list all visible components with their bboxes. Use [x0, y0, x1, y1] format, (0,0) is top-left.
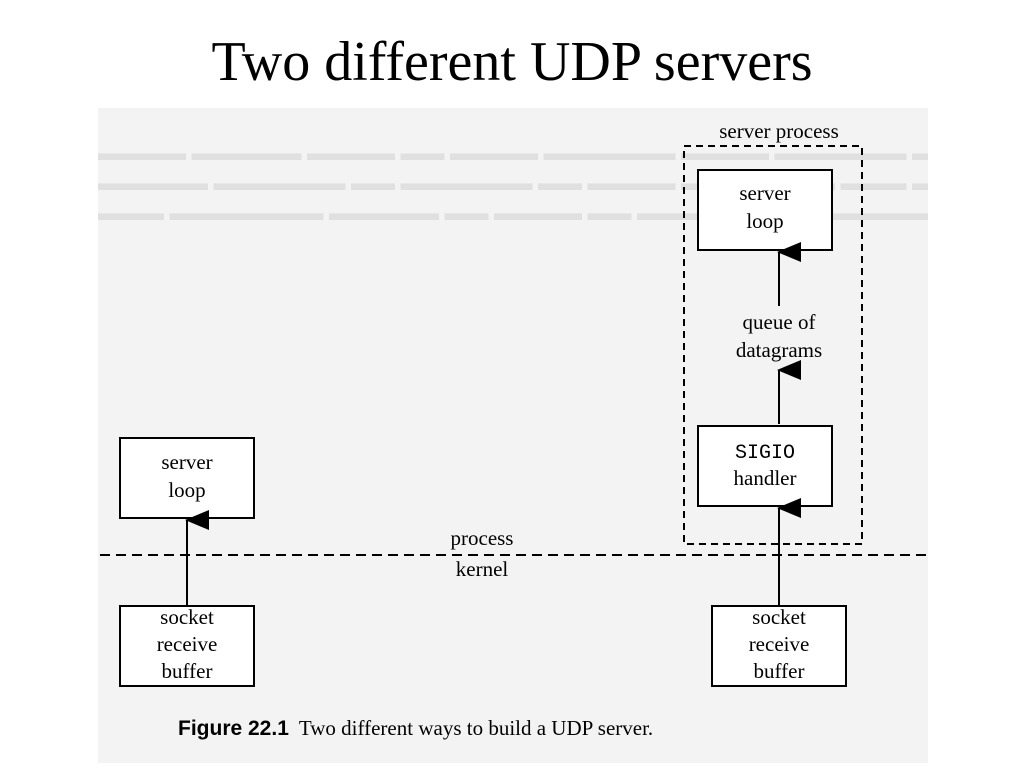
right-socket-buffer-line1: socket: [752, 605, 806, 629]
figure-caption: Figure 22.1 Two different ways to build a…: [178, 716, 653, 741]
left-server-loop-line2: loop: [168, 478, 205, 502]
udp-server-diagram: server process server loop queue of data…: [100, 118, 926, 687]
sigio-handler-line2: handler: [734, 466, 797, 490]
process-label: process: [451, 526, 514, 550]
left-socket-buffer-box: [119, 605, 255, 687]
right-socket-buffer-line3: buffer: [754, 659, 805, 683]
left-socket-buffer-line2: receive: [157, 632, 218, 656]
kernel-label: kernel: [456, 557, 509, 581]
scanned-figure: ▬▬▬▬ ▬▬▬▬▬ ▬▬▬▬ ▬▬ ▬▬▬▬ ▬▬▬▬▬▬ ▬▬▬▬ ▬▬▬▬…: [98, 108, 928, 763]
figure-number: Figure 22.1: [178, 717, 289, 740]
left-server-loop-line1: server: [161, 450, 212, 474]
slide-title: Two different UDP servers: [211, 31, 813, 93]
server-process-container: [683, 145, 863, 545]
right-server-loop-line1: server: [739, 181, 790, 205]
right-server-loop-box: [697, 169, 833, 251]
left-socket-buffer-line1: socket: [160, 605, 214, 629]
right-socket-buffer-line2: receive: [749, 632, 810, 656]
server-process-label: server process: [719, 119, 839, 143]
right-server-loop-line2: loop: [746, 209, 783, 233]
figure-caption-text: Two different ways to build a UDP server…: [298, 716, 654, 740]
right-socket-buffer-box: [711, 605, 847, 687]
sigio-handler-box: [697, 425, 833, 507]
queue-label-line1: queue of: [743, 310, 816, 334]
left-socket-buffer-line3: buffer: [162, 659, 213, 683]
queue-label-line2: datagrams: [736, 338, 822, 362]
sigio-handler-line1: SIGIO: [735, 442, 795, 465]
